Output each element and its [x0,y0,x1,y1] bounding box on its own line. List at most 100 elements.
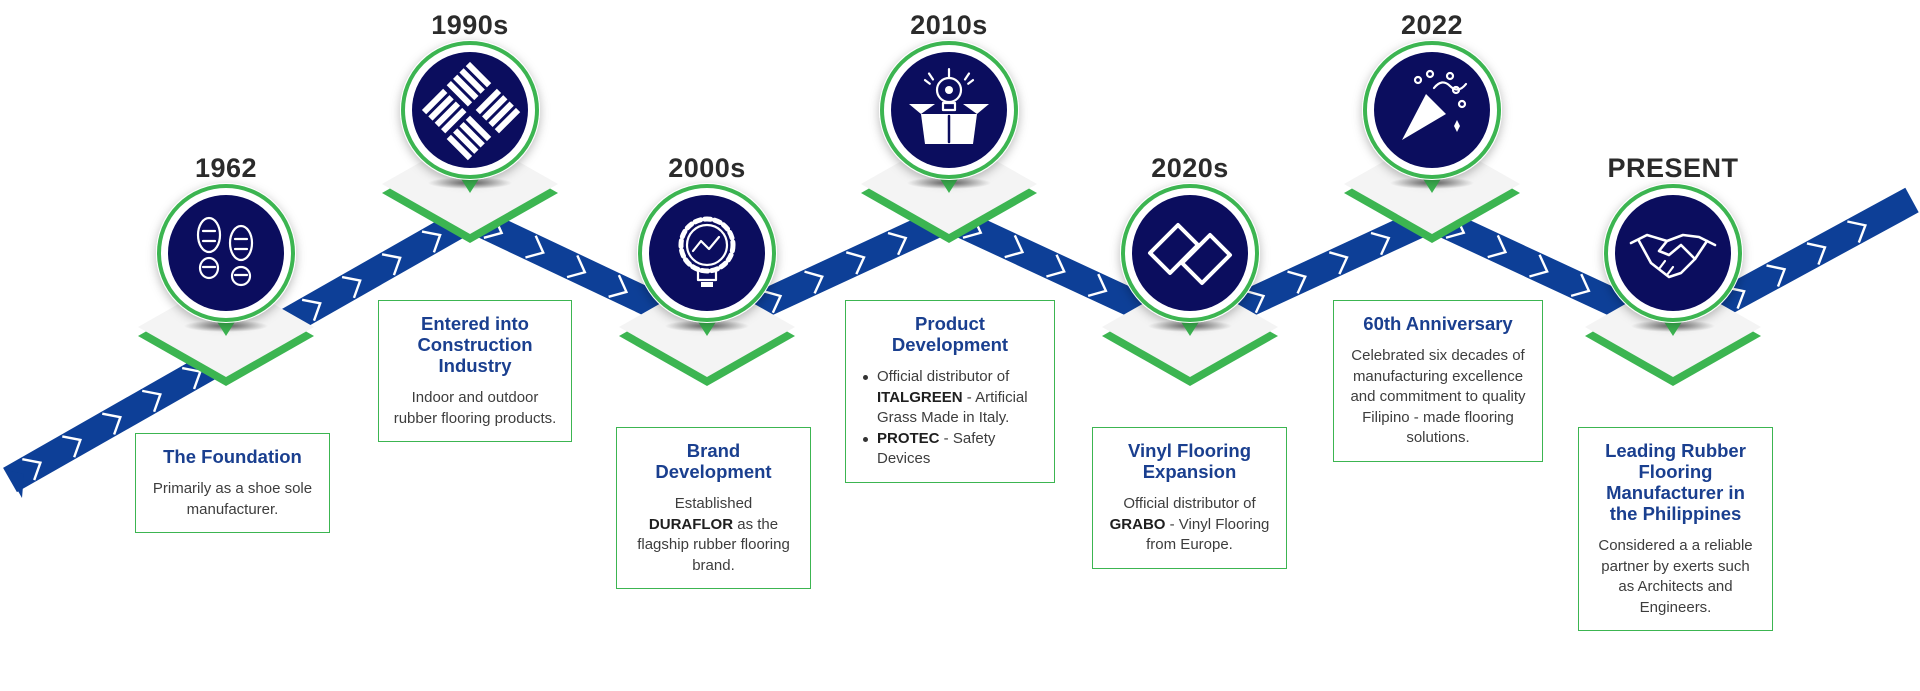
milestone-title: Entered into Construction Industry [417,313,533,376]
chevron-mark [62,435,82,458]
milestone-marker [861,40,1037,243]
milestone-marker [1585,183,1761,386]
chevron-mark [141,389,162,413]
chevron-mark [887,231,908,256]
text-run: Considered a a reliable partner by exert… [1598,537,1753,616]
bullet-item: Official distributor of ITALGREEN - Arti… [860,367,1040,429]
milestone-description: Considered a a reliable partner by exert… [1593,536,1758,618]
text-run: - Vinyl Flooring from Europe. [1146,515,1270,554]
pin-green-ring [401,41,539,179]
highlight-text: PROTEC [877,429,940,447]
year-label: 2010s [910,10,988,40]
timeline-arrow [3,187,1919,498]
milestone-title: Brand Development [655,440,772,482]
chevron-mark [762,289,783,314]
year-label: PRESENT [1607,153,1739,183]
chevron-mark [566,254,587,279]
chevron-mark [804,270,824,294]
milestone-marker [1102,183,1278,386]
chevron-mark [1245,289,1266,314]
chevron-mark [608,274,629,298]
pin-icon-disc [168,195,284,311]
milestone-markers [138,40,1761,386]
arrow-tail [6,470,24,498]
text-run: Established [674,495,753,512]
handshake-icon [1629,233,1717,279]
chevron-mark [1806,242,1827,265]
year-label: 2020s [1151,153,1229,183]
footprints-icon [196,216,254,287]
chevron-mark [421,230,442,253]
pin-green-ring [638,184,776,322]
gear-head-icon [678,216,736,287]
chevron-mark [1487,234,1508,259]
chevron-mark [1766,264,1787,287]
milestone-title: Vinyl Flooring Expansion [1128,440,1251,482]
milestone-description: Established DURAFLOR as the flagship rub… [631,494,796,576]
chevron-mark [22,458,43,481]
chevron-mark [1087,273,1108,298]
text-run: - Safety Devices [877,429,996,468]
chevron-mark [301,298,322,322]
chevron-mark [1287,270,1307,294]
chevron-mark [341,275,362,299]
chevron-mark [181,366,202,390]
arrow-band [1184,205,1438,343]
milestone-description: Celebrated six decades of manufacturing … [1348,346,1528,449]
milestone-marker [619,183,795,386]
chevron-mark [525,235,545,259]
arrow-band [1426,205,1679,343]
milestone-title: The Foundation [163,446,302,467]
text-run: Official distributor of [1123,495,1256,512]
lightbulb-box-icon [909,67,989,144]
vinyl-tiles-icon [1148,223,1232,285]
year-label: 2022 [1400,10,1464,40]
bullet-item: PROTEC - Safety Devices [860,429,1040,470]
year-label: 2000s [668,153,746,183]
milestone-bullets: Official distributor of ITALGREEN - Arti… [860,367,1040,470]
milestone-title: Product Development [891,313,1009,355]
pin-green-ring [157,184,295,322]
highlight-text: DURAFLOR [648,515,734,533]
pin-icon-disc [649,195,765,311]
highlight-text: ITALGREEN [877,388,963,406]
milestone-description: Indoor and outdoor rubber flooring produ… [393,388,557,429]
text-run: Primarily as a shoe sole manufacturer. [152,480,313,518]
pin-green-ring [1363,41,1501,179]
highlight-text: GRABO [1109,515,1166,533]
milestone-title: 60th Anniversary [1363,313,1513,334]
milestone-marker [382,40,558,243]
milestone-description: Primarily as a shoe sole manufacturer. [150,479,315,520]
pin-green-ring [880,41,1018,179]
party-popper-icon [1402,69,1468,140]
chevron-mark [102,412,122,435]
milestone-card: Leading Rubber Flooring Manufacturer in … [1578,427,1773,631]
year-label: 1962 [194,153,258,183]
text-run: Celebrated six decades of manufacturing … [1350,347,1526,446]
arrow-band-segment [1184,205,1438,343]
text-run: Indoor and outdoor rubber flooring produ… [393,389,557,427]
chevron-mark [1529,254,1549,278]
milestone-marker [138,183,314,386]
arrow-band [943,205,1196,343]
chevron-mark [1004,234,1025,259]
chevron-mark [1328,251,1349,275]
parquet-floor-icon [421,61,521,161]
text-run: - Artificial Grass Made in Italy. [877,388,1028,427]
text-run: Official distributor of [877,368,1010,385]
milestone-marker [1344,40,1520,243]
chevron-mark [1046,254,1066,278]
text-run: as the flagship rubber flooring brand. [637,515,790,574]
milestone-description: Official distributor of GRABO - Vinyl Fl… [1107,494,1272,556]
pin-green-ring [1121,184,1259,322]
chevron-mark [845,251,866,275]
chevron-mark [381,253,402,276]
arrow-band-segment [701,205,955,343]
pin-green-ring [1604,184,1742,322]
